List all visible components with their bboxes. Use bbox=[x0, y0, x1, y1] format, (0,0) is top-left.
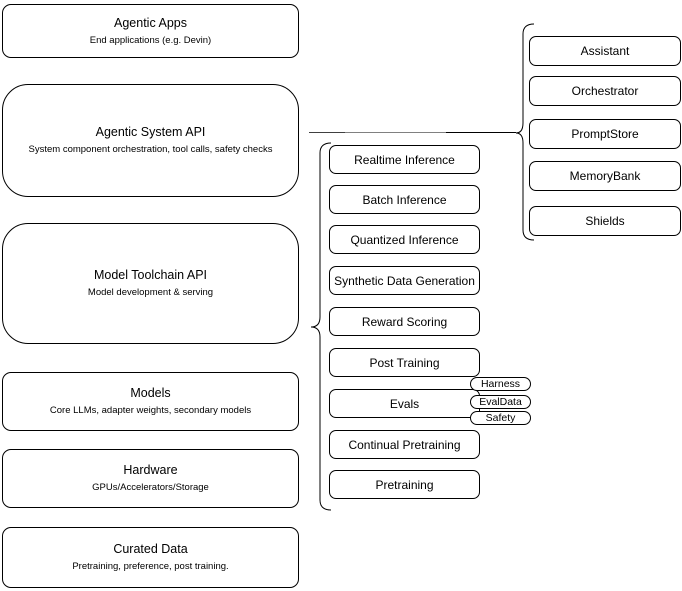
tag-evaldata: EvalData bbox=[470, 395, 531, 409]
node-title: Model Toolchain API bbox=[93, 268, 208, 282]
node-realtime-inference: Realtime Inference bbox=[329, 145, 480, 174]
node-label: Assistant bbox=[580, 44, 630, 58]
node-hardware: Hardware GPUs/Accelerators/Storage bbox=[2, 449, 299, 508]
node-title: Hardware bbox=[123, 463, 178, 477]
tag-label: EvalData bbox=[479, 396, 522, 408]
node-reward-scoring: Reward Scoring bbox=[329, 307, 480, 336]
node-title: Agentic Apps bbox=[114, 15, 187, 30]
node-title: Models bbox=[130, 386, 171, 400]
node-label: PromptStore bbox=[571, 127, 639, 141]
node-subtitle: GPUs/Accelerators/Storage bbox=[92, 482, 209, 493]
node-continual-pretraining: Continual Pretraining bbox=[329, 430, 480, 459]
node-label: Synthetic Data Generation bbox=[334, 273, 475, 288]
tag-harness: Harness bbox=[470, 377, 531, 391]
toolchain-brace bbox=[310, 142, 332, 511]
node-subtitle: Core LLMs, adapter weights, secondary mo… bbox=[49, 405, 252, 416]
node-promptstore: PromptStore bbox=[529, 119, 681, 149]
node-pretraining: Pretraining bbox=[329, 470, 480, 499]
node-memorybank: MemoryBank bbox=[529, 161, 681, 191]
node-agentic-apps: Agentic Apps End applications (e.g. Devi… bbox=[2, 4, 299, 58]
node-title: Curated Data bbox=[113, 542, 188, 556]
node-subtitle: Pretraining, preference, post training. bbox=[72, 561, 229, 572]
tag-safety: Safety bbox=[470, 411, 531, 425]
node-agentic-system-api: Agentic System API System component orch… bbox=[2, 84, 299, 197]
node-label: Pretraining bbox=[375, 477, 434, 492]
node-label: Quantized Inference bbox=[350, 232, 459, 247]
node-curated-data: Curated Data Pretraining, preference, po… bbox=[2, 527, 299, 588]
node-batch-inference: Batch Inference bbox=[329, 185, 480, 214]
node-assistant: Assistant bbox=[529, 36, 681, 66]
node-label: Evals bbox=[389, 396, 420, 411]
node-label: Post Training bbox=[369, 355, 440, 370]
node-subtitle: Model development & serving bbox=[87, 287, 214, 298]
tag-label: Harness bbox=[480, 378, 521, 390]
node-label: Continual Pretraining bbox=[348, 437, 461, 452]
node-subtitle: System component orchestration, tool cal… bbox=[28, 144, 273, 155]
node-label: Realtime Inference bbox=[354, 152, 455, 167]
node-shields: Shields bbox=[529, 206, 681, 236]
node-synthetic-data-generation: Synthetic Data Generation bbox=[329, 266, 480, 295]
node-quantized-inference: Quantized Inference bbox=[329, 225, 480, 254]
node-evals: Evals bbox=[329, 389, 480, 418]
node-label: MemoryBank bbox=[569, 169, 641, 183]
node-label: Shields bbox=[585, 214, 625, 228]
node-orchestrator: Orchestrator bbox=[529, 76, 681, 106]
node-post-training: Post Training bbox=[329, 348, 480, 377]
node-title: Agentic System API bbox=[95, 125, 206, 139]
node-models: Models Core LLMs, adapter weights, secon… bbox=[2, 372, 299, 431]
node-label: Orchestrator bbox=[571, 84, 639, 98]
node-subtitle: End applications (e.g. Devin) bbox=[89, 34, 212, 46]
tag-label: Safety bbox=[485, 412, 516, 424]
node-label: Batch Inference bbox=[362, 192, 447, 207]
node-model-toolchain-api: Model Toolchain API Model development & … bbox=[2, 223, 299, 344]
node-label: Reward Scoring bbox=[361, 314, 448, 329]
